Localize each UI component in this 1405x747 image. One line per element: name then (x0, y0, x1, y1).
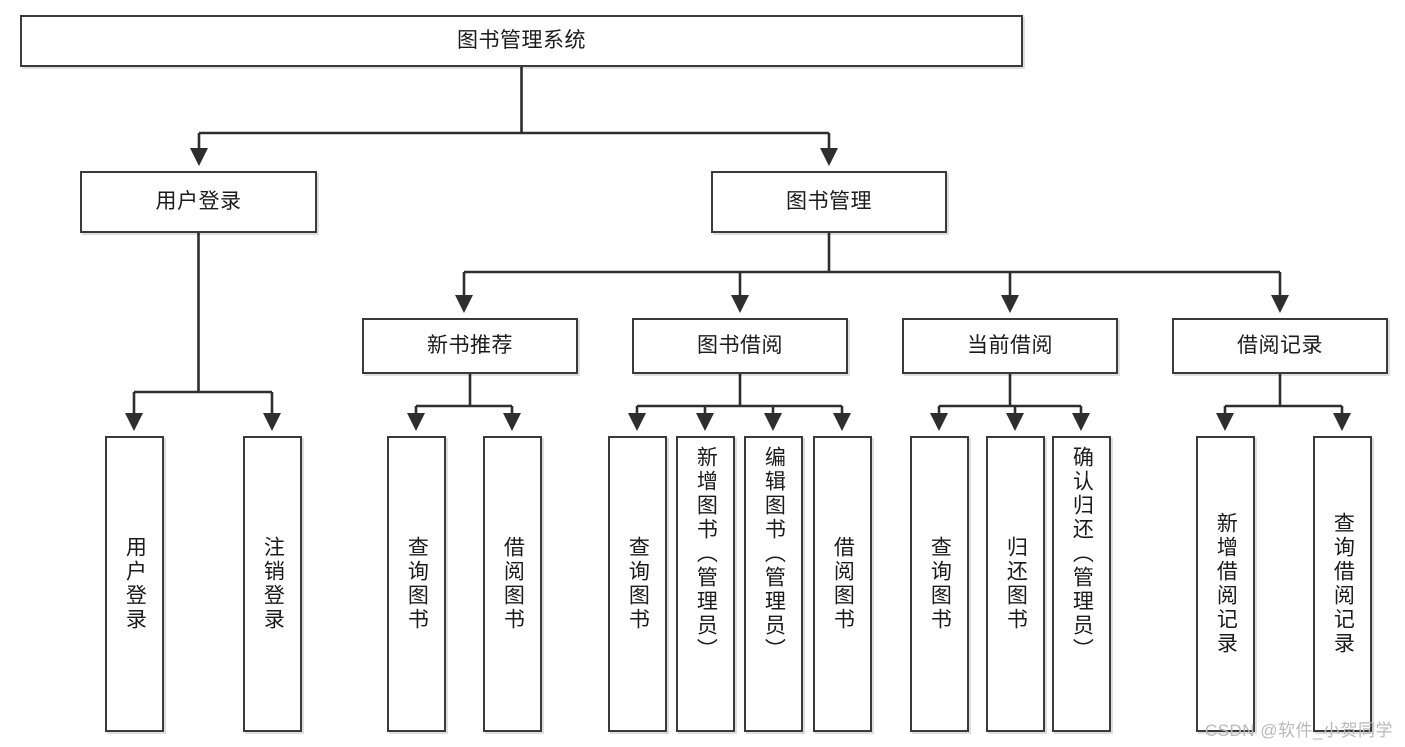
node-user-login[interactable]: 用户登录 (80, 171, 317, 233)
node-new-book-recommend[interactable]: 新书推荐 (362, 318, 578, 374)
node-leaf-query-book-2[interactable]: 查询图书 (608, 436, 667, 732)
node-leaf-add-borrow-record[interactable]: 新增借阅记录 (1196, 436, 1255, 732)
node-leaf-return-book-label: 归还图书 (1004, 536, 1028, 632)
node-root-label: 图书管理系统 (457, 28, 586, 52)
watermark-text: CSDN @软件_小贺同学 (1204, 721, 1393, 740)
node-leaf-query-book-1[interactable]: 查询图书 (387, 436, 446, 732)
node-leaf-logout[interactable]: 注销登录 (243, 436, 302, 732)
node-leaf-borrow-book-2-label: 借阅图书 (831, 536, 855, 632)
node-leaf-confirm-return-admin[interactable]: 确认归还（管理员） (1052, 436, 1111, 732)
node-leaf-logout-label: 注销登录 (261, 536, 285, 632)
node-leaf-query-book-3-label: 查询图书 (928, 536, 952, 632)
node-new-book-recommend-label: 新书推荐 (427, 333, 513, 357)
node-leaf-user-login-label: 用户登录 (123, 536, 147, 632)
node-leaf-confirm-return-admin-label: 确认归还（管理员） (1070, 446, 1094, 662)
node-leaf-query-borrow-record[interactable]: 查询借阅记录 (1313, 436, 1372, 732)
node-leaf-query-book-1-label: 查询图书 (405, 536, 429, 632)
node-book-borrow[interactable]: 图书借阅 (632, 318, 848, 374)
node-leaf-edit-book-admin[interactable]: 编辑图书（管理员） (744, 436, 803, 732)
node-leaf-query-book-2-label: 查询图书 (626, 536, 650, 632)
node-book-borrow-label: 图书借阅 (697, 333, 783, 357)
node-root[interactable]: 图书管理系统 (20, 15, 1023, 67)
node-leaf-add-book-admin-label: 新增图书（管理员） (694, 446, 718, 662)
node-book-manage[interactable]: 图书管理 (711, 171, 947, 233)
node-leaf-query-book-3[interactable]: 查询图书 (910, 436, 969, 732)
node-current-borrow-label: 当前借阅 (967, 333, 1053, 357)
node-book-manage-label: 图书管理 (786, 189, 872, 213)
node-leaf-user-login[interactable]: 用户登录 (105, 436, 164, 732)
node-leaf-edit-book-admin-label: 编辑图书（管理员） (762, 446, 786, 662)
node-current-borrow[interactable]: 当前借阅 (902, 318, 1118, 374)
node-leaf-query-borrow-record-label: 查询借阅记录 (1331, 512, 1355, 656)
node-user-login-label: 用户登录 (155, 189, 242, 213)
node-leaf-add-book-admin[interactable]: 新增图书（管理员） (676, 436, 735, 732)
node-borrow-record[interactable]: 借阅记录 (1172, 318, 1388, 374)
node-borrow-record-label: 借阅记录 (1237, 333, 1323, 357)
node-leaf-borrow-book-1[interactable]: 借阅图书 (483, 436, 542, 732)
node-leaf-add-borrow-record-label: 新增借阅记录 (1214, 512, 1238, 656)
node-leaf-borrow-book-1-label: 借阅图书 (501, 536, 525, 632)
node-leaf-return-book[interactable]: 归还图书 (986, 436, 1045, 732)
node-leaf-borrow-book-2[interactable]: 借阅图书 (813, 436, 872, 732)
